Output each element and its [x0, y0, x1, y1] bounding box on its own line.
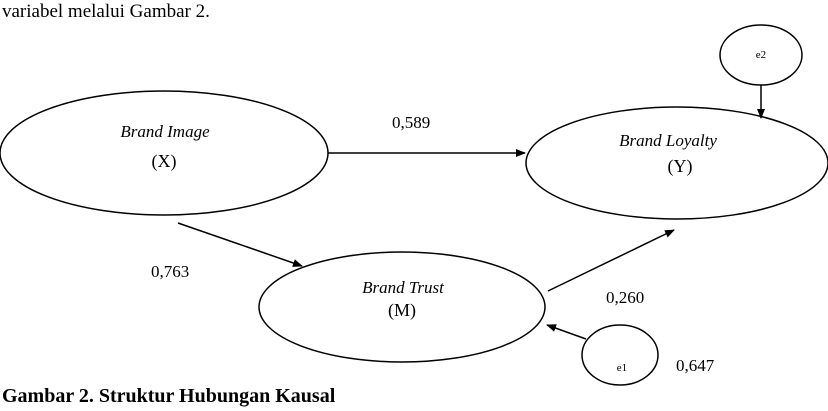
arrow-x-to-m	[177, 222, 303, 267]
coef-x-to-m: 0,763	[151, 262, 189, 281]
error-node-e2-label: e2	[756, 49, 766, 61]
figure-caption: Gambar 2. Struktur Hubungan Kausal	[2, 385, 336, 407]
node-brand-trust: Brand Trust (M)	[258, 251, 546, 363]
error-node-e2: e2	[719, 24, 803, 86]
node-brand-loyalty-name: Brand Loyalty	[619, 131, 717, 150]
error-node-e1: e1	[581, 324, 659, 386]
node-brand-image-symbol: (X)	[152, 151, 177, 172]
lead-text: variabel melalui Gambar 2.	[2, 1, 210, 22]
node-brand-loyalty: Brand Loyalty (Y)	[525, 106, 828, 220]
coef-x-to-y: 0,589	[392, 113, 430, 132]
node-brand-trust-symbol: (M)	[388, 300, 416, 321]
error-node-e1-label: e1	[617, 362, 627, 374]
arrow-e1-to-m	[546, 324, 587, 340]
node-brand-trust-name: Brand Trust	[362, 278, 445, 297]
coef-e1-to-m: 0,647	[676, 356, 715, 375]
node-brand-loyalty-symbol: (Y)	[668, 156, 693, 177]
node-brand-image: Brand Image (X)	[0, 90, 329, 216]
coef-m-to-y: 0,260	[606, 288, 644, 307]
arrow-m-to-y	[547, 229, 675, 292]
node-brand-image-name: Brand Image	[120, 122, 210, 141]
